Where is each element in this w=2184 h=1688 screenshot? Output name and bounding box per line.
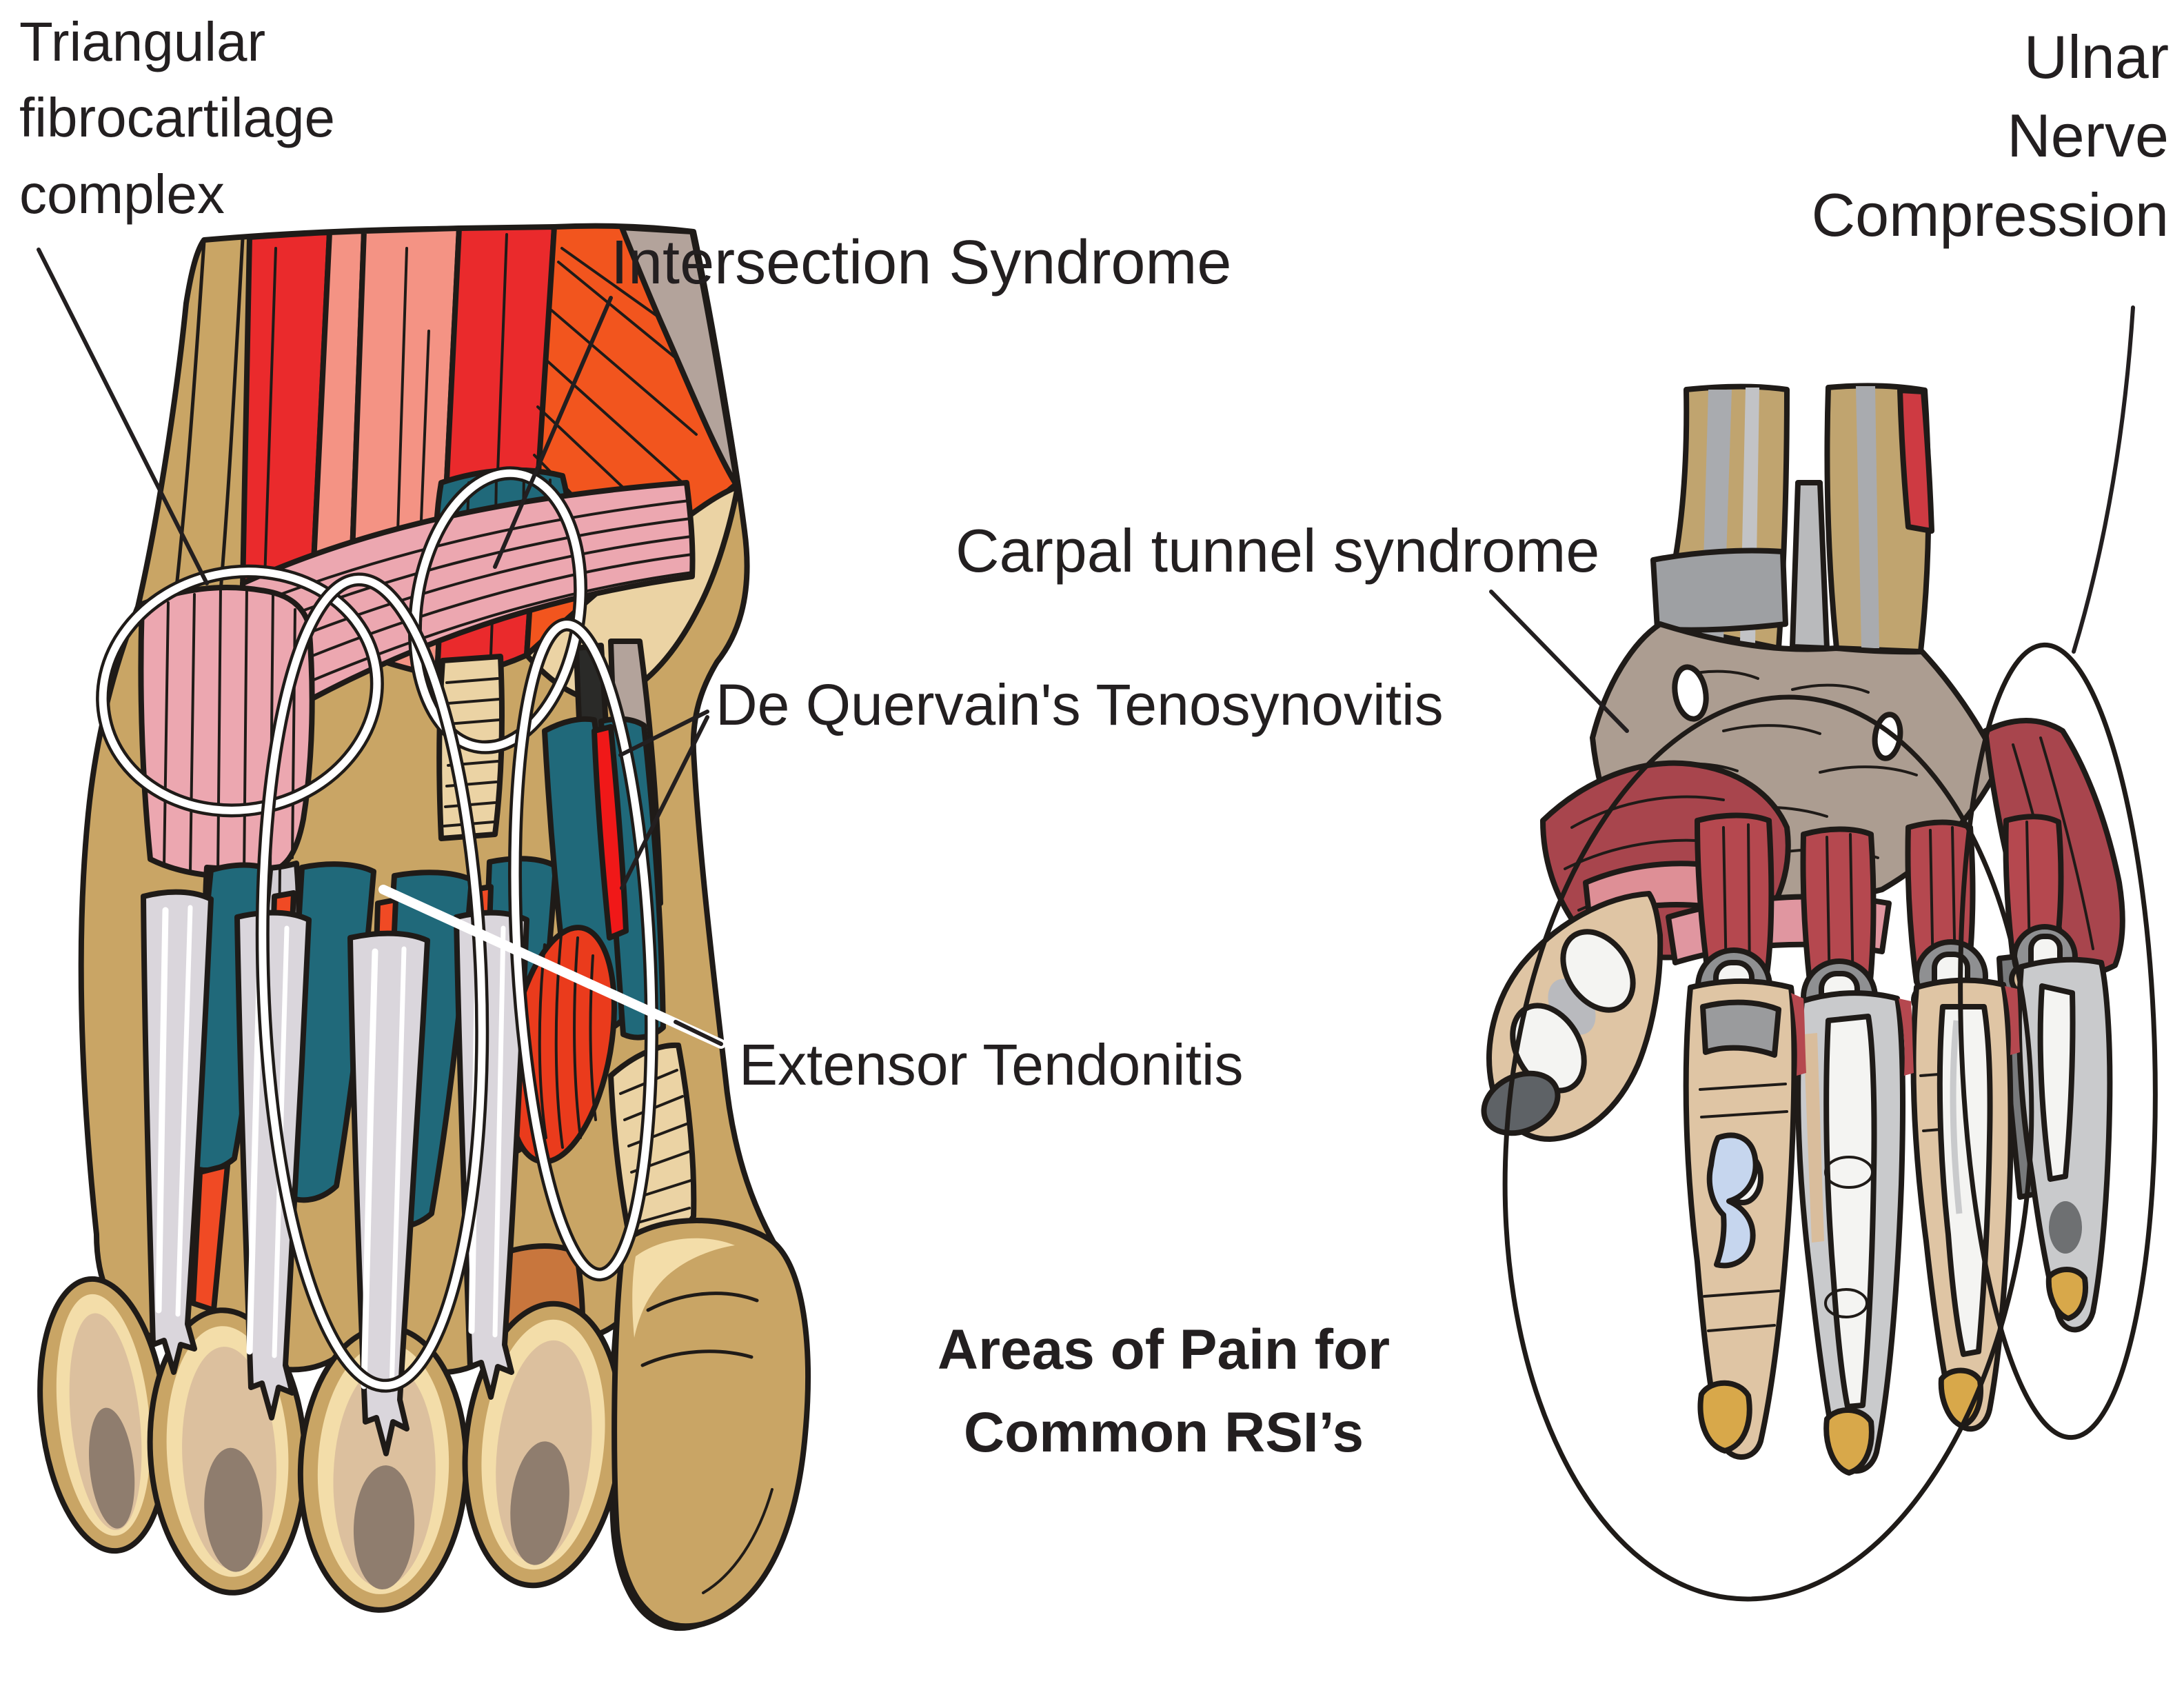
carpal-tunnel-marker bbox=[1502, 694, 2034, 1602]
label-carpal-tunnel-syndrome: Carpal tunnel syndrome bbox=[956, 516, 1600, 585]
pinky-finger bbox=[2016, 956, 2113, 1333]
label-line: Ulnar bbox=[2023, 23, 2169, 91]
annotation-markers-right bbox=[1502, 642, 2158, 1602]
ulnar-leader-line bbox=[2072, 305, 2135, 654]
label-triangular-fibrocartilage-complex: Triangular fibrocartilage complex bbox=[19, 4, 335, 232]
label-line: complex bbox=[19, 163, 225, 225]
label-line: Compression bbox=[1811, 180, 2169, 249]
label-line: fibrocartilage bbox=[19, 87, 336, 149]
index-finger bbox=[1683, 978, 1797, 1460]
annotation-markers-left bbox=[96, 466, 658, 1393]
label-line: Triangular bbox=[19, 11, 266, 72]
title-line: Areas of Pain for bbox=[937, 1318, 1391, 1381]
intersection-leader-line bbox=[493, 296, 613, 569]
label-ulnar-nerve-compression: Ulnar Nerve Compression bbox=[1792, 18, 2169, 254]
label-extensor-tendonitis: Extensor Tendonitis bbox=[739, 1032, 1244, 1097]
extensor-leader-line-white bbox=[378, 885, 726, 1049]
label-de-quervains-tenosynovitis: De Quervain's Tenosynovitis bbox=[716, 672, 1444, 737]
label-intersection-syndrome: Intersection Syndrome bbox=[611, 228, 1232, 297]
ring-finger bbox=[1910, 977, 2014, 1432]
extensor-leader-line-tip bbox=[674, 1020, 723, 1046]
title-line: Common RSI’s bbox=[963, 1400, 1364, 1464]
tfc-leader-line bbox=[37, 248, 209, 585]
diagram-title: Areas of Pain for Common RSI’s bbox=[785, 1309, 1543, 1474]
middle-finger bbox=[1795, 990, 1905, 1476]
dequervain-leader-line-upper bbox=[618, 710, 709, 757]
thumb bbox=[1481, 891, 1664, 1142]
left-hand-illustration bbox=[37, 223, 811, 1631]
knuckle-mounds bbox=[37, 1276, 625, 1613]
dequervain-leader-line-lower bbox=[620, 715, 709, 890]
carpal-leader-line bbox=[1489, 590, 1629, 733]
ulnar-nerve-marker bbox=[1958, 642, 2158, 1440]
leader-lines bbox=[37, 248, 2135, 890]
label-line: Nerve bbox=[2007, 101, 2169, 170]
extensor-tendonitis-marker bbox=[255, 572, 489, 1393]
